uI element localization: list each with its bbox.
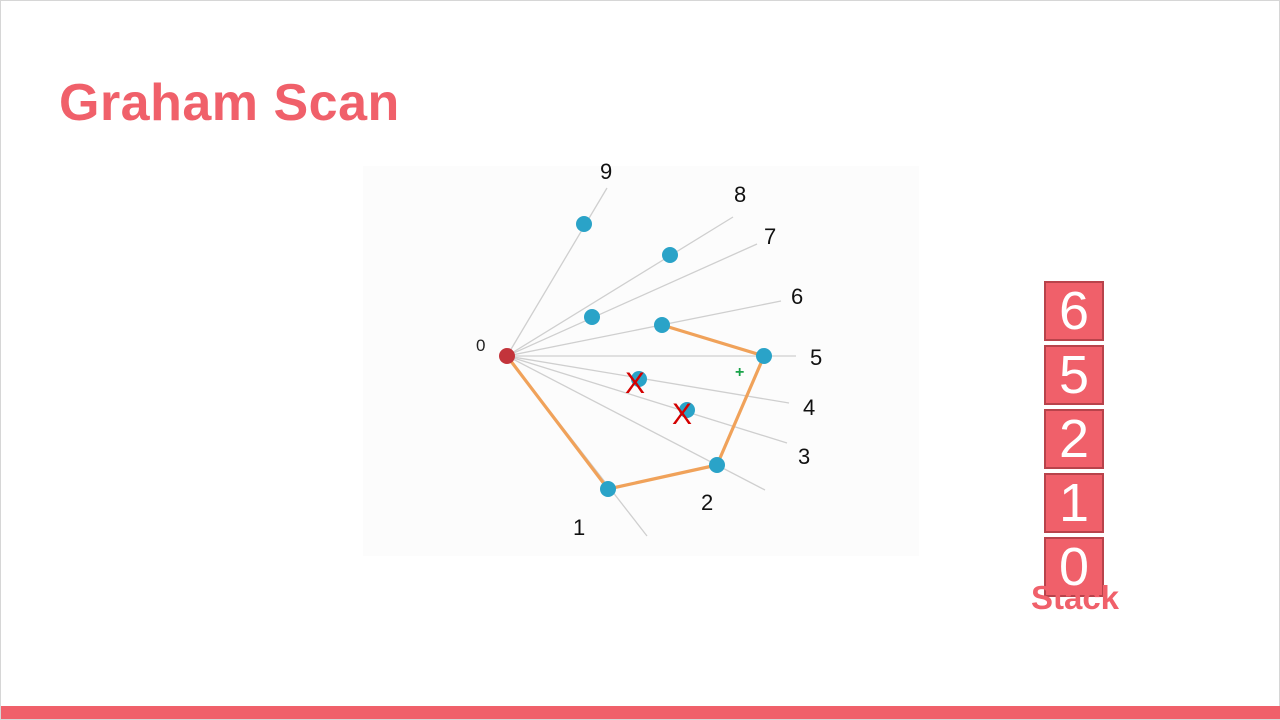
point-origin (499, 348, 515, 364)
footer-bar (1, 706, 1280, 719)
point-3 (679, 402, 695, 418)
label-point-6: 6 (791, 284, 803, 309)
ray-8 (506, 216, 734, 357)
label-point-8: 8 (734, 182, 746, 207)
ray-4 (506, 355, 790, 404)
label-point-2: 2 (701, 490, 713, 515)
stack-item: 5 (1044, 345, 1104, 405)
rejected-mark-4: X (625, 367, 645, 400)
label-point-1: 1 (573, 515, 585, 540)
point-9 (576, 216, 592, 232)
label-point-9: 9 (600, 159, 612, 184)
stack-item: 1 (1044, 473, 1104, 533)
diagram-panel (363, 166, 919, 556)
stack-item: 2 (1044, 409, 1104, 469)
point-7 (584, 309, 600, 325)
rays (506, 187, 796, 537)
turn-mark: + (735, 364, 744, 381)
label-point-4: 4 (803, 395, 815, 420)
stack: 6 5 2 1 0 (1044, 281, 1106, 601)
point-4 (631, 371, 647, 387)
point-2 (709, 457, 725, 473)
hull-edge-5-6 (660, 323, 766, 358)
ray-6 (506, 300, 782, 357)
slide-title: Graham Scan (59, 74, 400, 132)
ray-3 (506, 355, 788, 444)
rejected-mark-3: X (672, 398, 692, 431)
hull-edge-2-5 (715, 354, 766, 467)
label-point-7: 7 (764, 224, 776, 249)
hull-edge-0-1 (505, 354, 610, 491)
origin-label: 0 (476, 336, 485, 355)
point-5 (756, 348, 772, 364)
points (499, 216, 772, 497)
label-point-3: 3 (798, 444, 810, 469)
stack-label: Stack (1030, 579, 1120, 616)
hull-edge-1-2 (606, 463, 719, 491)
stack-item: 0 (1044, 537, 1104, 597)
ray-7 (506, 243, 758, 357)
point-8 (662, 247, 678, 263)
stack-item: 6 (1044, 281, 1104, 341)
label-point-5: 5 (810, 345, 822, 370)
point-6 (654, 317, 670, 333)
hull-edges (505, 323, 766, 491)
ray-9 (506, 187, 608, 357)
point-1 (600, 481, 616, 497)
